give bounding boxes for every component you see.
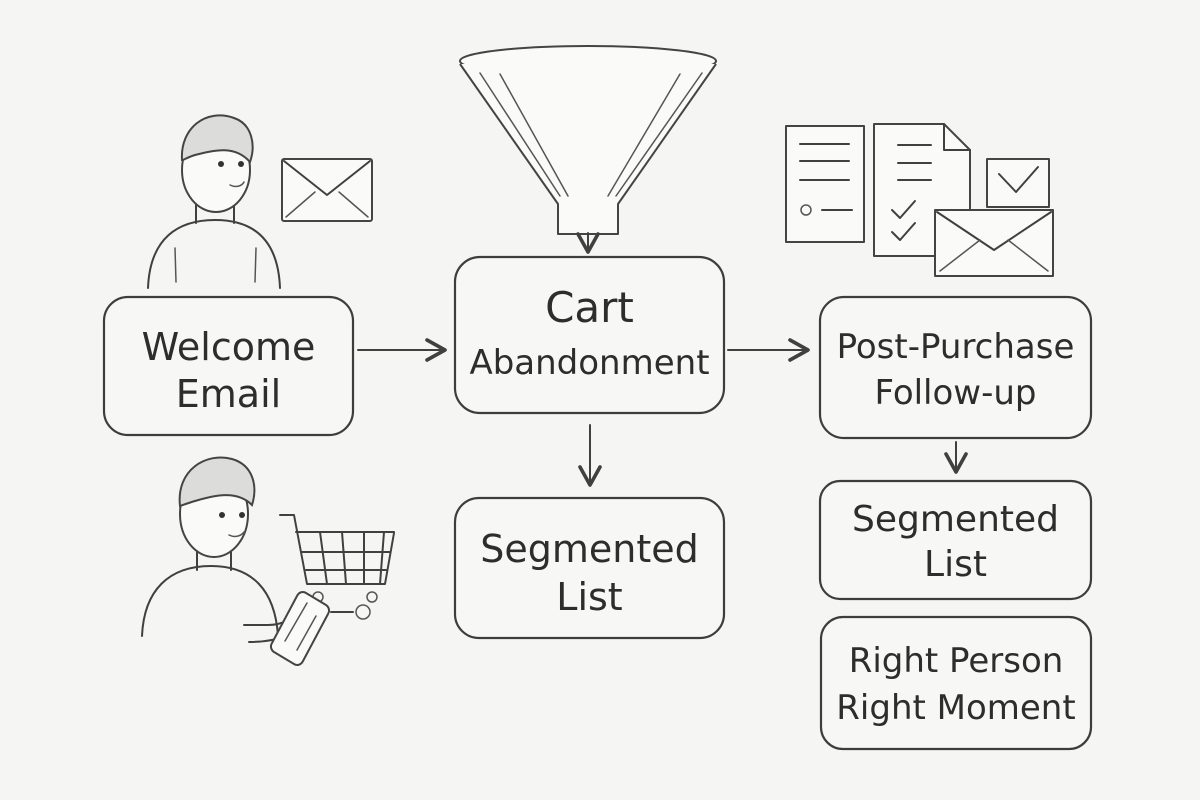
post-purchase-label-line2: Follow-up bbox=[874, 373, 1036, 413]
segmented-list-center-node: Segmented List bbox=[453, 496, 726, 640]
envelope-icon bbox=[281, 158, 373, 222]
document-icon bbox=[785, 125, 865, 243]
cart-abandonment-label-line1: Cart bbox=[545, 283, 634, 332]
shopping-cart-icon bbox=[279, 514, 395, 603]
right-person-label-line2: Right Moment bbox=[836, 688, 1075, 728]
post-purchase-label-line1: Post-Purchase bbox=[837, 327, 1075, 367]
person-icon bbox=[141, 456, 303, 643]
segmented-list-right-label-line1: Segmented bbox=[852, 499, 1059, 540]
welcome-email-label-line1: Welcome bbox=[142, 325, 316, 369]
funnel-icon bbox=[459, 45, 717, 254]
segmented-list-right-label-line2: List bbox=[924, 544, 987, 585]
person-icon bbox=[147, 114, 281, 289]
checkmark-envelope-icon bbox=[934, 158, 1054, 277]
cart-abandonment-label-line2: Abandonment bbox=[469, 343, 709, 383]
segmented-list-right-node: Segmented List bbox=[818, 479, 1093, 601]
segmented-list-center-label-line1: Segmented bbox=[480, 527, 699, 571]
right-person-label-line1: Right Person bbox=[849, 641, 1064, 681]
post-purchase-follow-up-node: Post-Purchase Follow-up bbox=[818, 295, 1093, 440]
cart-abandonment-node: Cart Abandonment bbox=[453, 255, 726, 415]
right-person-right-moment-node: Right Person Right Moment bbox=[819, 615, 1093, 751]
connectors bbox=[357, 338, 968, 487]
segmented-list-center-label-line2: List bbox=[556, 575, 622, 619]
smartphone-icon bbox=[269, 591, 371, 666]
welcome-email-label-line2: Email bbox=[176, 372, 281, 416]
welcome-email-node: Welcome Email bbox=[102, 295, 355, 437]
